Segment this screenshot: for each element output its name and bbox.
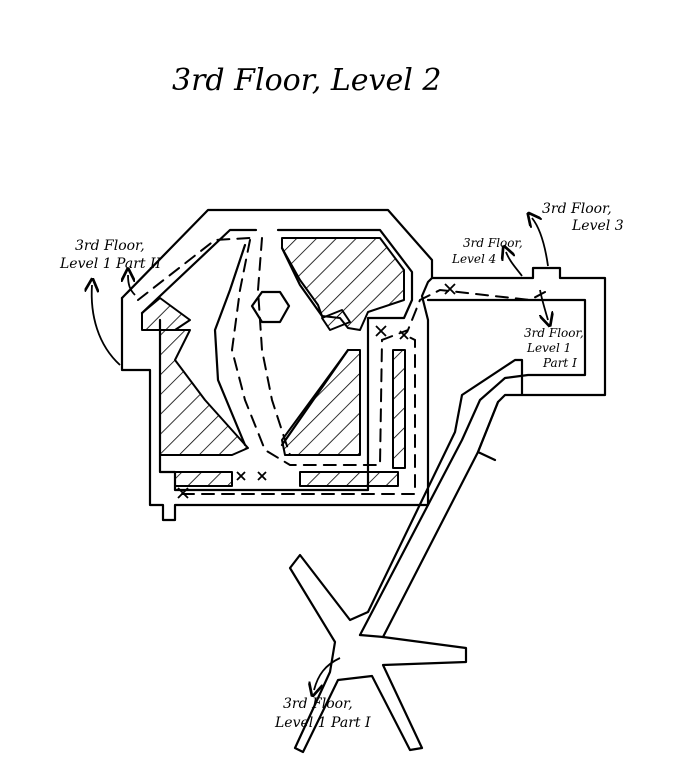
label-level3: 3rd Floor, Level 3 xyxy=(532,201,624,267)
label-level1-part2-line1: 3rd Floor, xyxy=(75,238,145,254)
diagonal-corridor-wall xyxy=(358,400,500,639)
label-level1-right-line1: 3rd Floor, xyxy=(524,326,584,340)
label-level3-line1: 3rd Floor, xyxy=(542,201,612,217)
label-level1-right-line3: Part I xyxy=(542,356,577,370)
hatched-strip-vertical xyxy=(392,349,406,469)
hatched-strip-bottom-right xyxy=(299,471,399,487)
hatched-block-right xyxy=(281,237,405,331)
hatched-block-left-top xyxy=(141,297,191,331)
central-open-area-outline xyxy=(213,243,350,447)
label-level1-part2: 3rd Floor, Level 1 Part II xyxy=(59,238,161,366)
right-corridor-inner-wall xyxy=(358,298,587,637)
arrow-to-level1-bottom xyxy=(314,657,341,690)
hatched-block-right-lower xyxy=(281,349,361,456)
label-level4: 3rd Floor, Level 4 xyxy=(451,236,523,277)
arrow-to-level1-right xyxy=(540,289,548,320)
label-level1-bottom-line2: Level 1 Part I xyxy=(274,715,371,731)
label-level1-bottom: 3rd Floor, Level 1 Part I xyxy=(274,657,371,731)
label-level1-bottom-line1: 3rd Floor, xyxy=(283,696,353,712)
arrow-to-level1-part2 xyxy=(92,285,121,366)
arrow-to-level3 xyxy=(532,218,549,267)
map-title: 3rd Floor, Level 2 xyxy=(172,63,441,98)
label-level3-line2: Level 3 xyxy=(571,218,624,234)
hatched-block-left xyxy=(159,329,249,456)
route-path-inner xyxy=(256,237,291,456)
arrow-to-level4 xyxy=(506,252,523,277)
label-level1-part2-line2: Level 1 Part II xyxy=(59,256,161,272)
hatched-strip-bottom-left xyxy=(174,471,233,487)
route-x-marks xyxy=(177,283,456,499)
label-level1-right: 3rd Floor, Level 1 Part I xyxy=(524,289,584,370)
main-room-inner-wall xyxy=(140,228,414,492)
arrow-from-room-left xyxy=(128,275,136,296)
label-level4-line1: 3rd Floor, xyxy=(463,236,523,250)
label-level1-right-line2: Level 1 xyxy=(526,341,571,355)
hatched-small-block xyxy=(321,309,351,331)
label-level4-line2: Level 4 xyxy=(451,252,496,266)
main-room-top-wall xyxy=(120,208,434,300)
central-hexagon-pillar xyxy=(250,290,291,324)
